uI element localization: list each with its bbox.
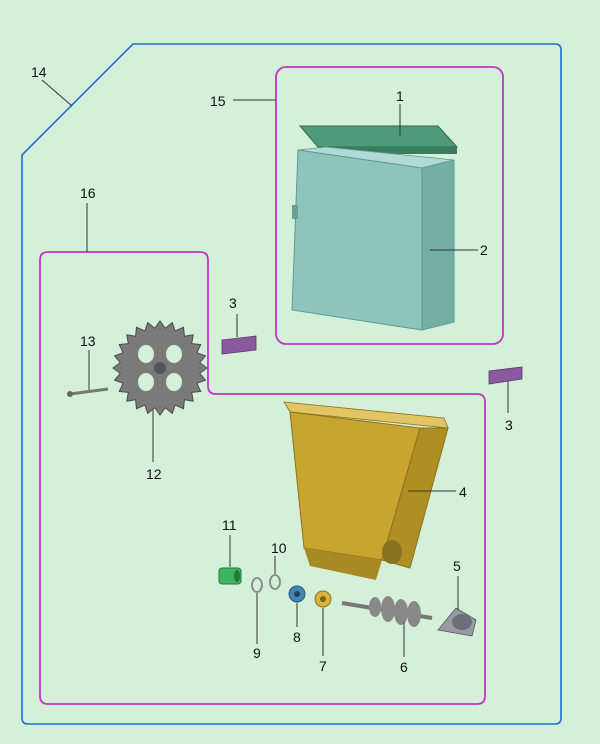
- callout-10: 10: [271, 540, 287, 556]
- callout-9: 9: [253, 645, 261, 661]
- callout-16: 16: [80, 185, 96, 201]
- callout-1: 1: [396, 88, 404, 104]
- callout-14: 14: [31, 64, 47, 80]
- plate-icon: [488, 366, 523, 385]
- gear-icon: [112, 320, 208, 416]
- gear-hole: [166, 373, 182, 391]
- outer-assembly-frame: [21, 43, 562, 725]
- gear-hole: [138, 345, 154, 363]
- box-icon: [291, 146, 455, 331]
- callout-5: 5: [453, 558, 461, 574]
- gear-hole: [166, 345, 182, 363]
- gear-hub: [154, 362, 166, 374]
- callout-11: 11: [222, 517, 237, 533]
- auger-icon: [341, 596, 433, 627]
- hopper-icon: [283, 401, 449, 580]
- pin-icon: [67, 387, 109, 397]
- gear-hole: [138, 373, 154, 391]
- bushing-icon: [288, 585, 306, 603]
- callout-6: 6: [400, 659, 408, 675]
- group-frame-15: [275, 66, 504, 345]
- ring-icon: [269, 574, 281, 590]
- callout-3b: 3: [505, 417, 513, 433]
- end-cap-icon: [437, 607, 477, 637]
- callout-3a: 3: [229, 295, 237, 311]
- callout-4: 4: [459, 484, 467, 500]
- ring-icon: [251, 577, 263, 593]
- group-frame-16: [39, 251, 486, 705]
- bushing-icon: [314, 590, 332, 608]
- coupling-icon: [218, 567, 242, 585]
- callout-15: 15: [210, 93, 226, 109]
- callout-13: 13: [80, 333, 96, 349]
- plate-icon: [221, 335, 257, 355]
- callout-12: 12: [146, 466, 162, 482]
- leader-14: [41, 79, 73, 107]
- lid-icon: [298, 125, 459, 154]
- callout-2: 2: [480, 242, 488, 258]
- callout-8: 8: [293, 629, 301, 645]
- callout-7: 7: [319, 658, 327, 674]
